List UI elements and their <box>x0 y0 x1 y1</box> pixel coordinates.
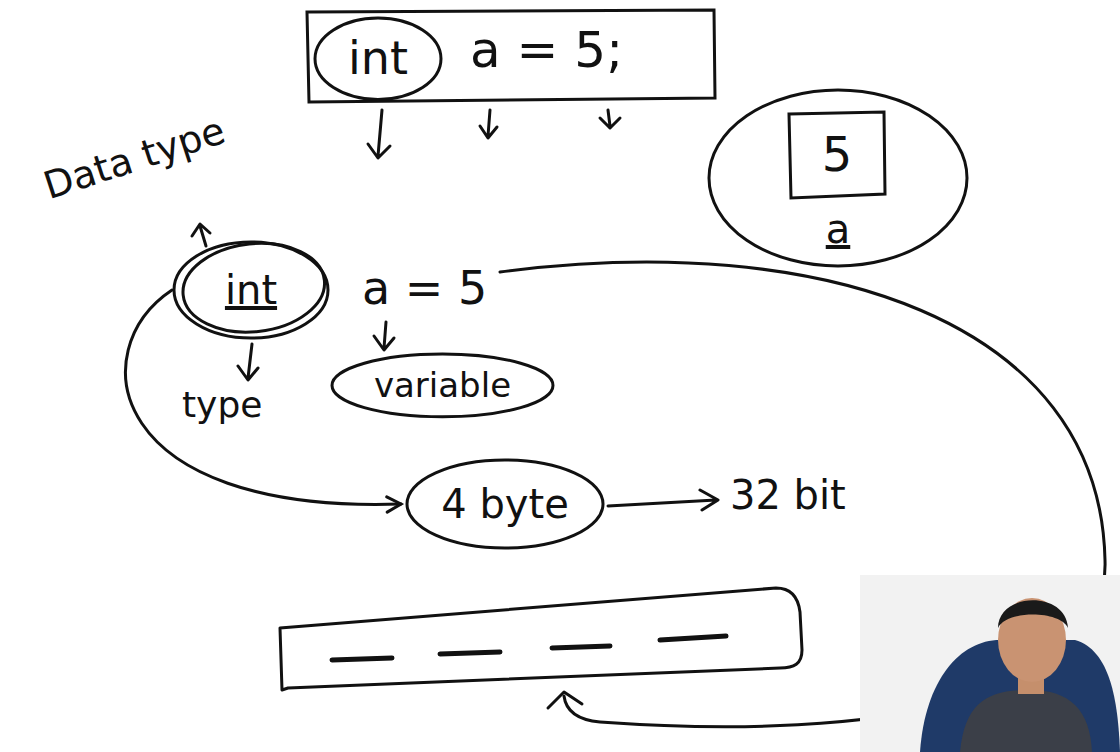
node-text: a = 5; <box>470 22 623 80</box>
arrow-head <box>387 497 401 512</box>
curved-connector <box>126 290 401 512</box>
memory-box <box>280 588 802 690</box>
annotation-text: type <box>182 384 262 425</box>
node-text: a <box>826 206 851 252</box>
node-text: int <box>225 267 277 313</box>
arrow-head <box>548 692 582 708</box>
value-cell: 5 <box>787 110 887 200</box>
datatype-circle: int <box>172 240 330 340</box>
pointer-arrow <box>480 110 497 138</box>
keyword-circle: int <box>313 16 443 101</box>
size-ellipse: 4 byte <box>405 458 605 550</box>
annotation-text: Data type <box>38 109 230 209</box>
bit-slot <box>332 636 726 660</box>
pointer-arrow <box>192 224 210 246</box>
pointer-arrow <box>368 110 390 158</box>
node-text: int <box>348 32 408 85</box>
node-text: variable <box>374 366 511 405</box>
pointer-arrow <box>238 344 258 380</box>
node-text: 5 <box>822 127 853 182</box>
presenter-figure <box>860 575 1120 752</box>
pointer-arrow <box>374 322 394 350</box>
statement-box: a = 5; int <box>305 8 717 104</box>
memory-circle: a5 <box>707 88 969 268</box>
assignment-text: a = 5 <box>362 262 487 315</box>
pointer-arrow <box>608 490 718 510</box>
variable-ellipse: variable <box>330 352 555 419</box>
size-text: 32 bit <box>730 472 846 518</box>
node-text: 4 byte <box>441 481 569 527</box>
pointer-arrow <box>600 110 620 128</box>
